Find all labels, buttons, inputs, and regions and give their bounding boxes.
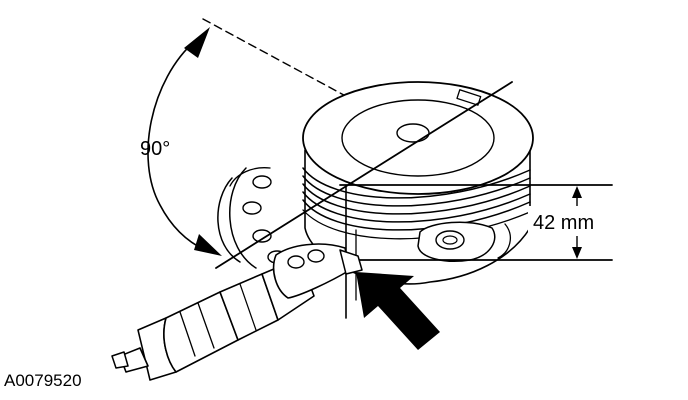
dimension-arrow-bottom bbox=[572, 247, 582, 259]
pointer-arrow bbox=[356, 272, 440, 350]
angle-label: 90° bbox=[140, 138, 170, 160]
arc-arrowhead-top bbox=[184, 27, 210, 58]
arc-arrowhead-bottom bbox=[194, 234, 222, 256]
angle-arc-90 bbox=[147, 27, 222, 256]
measurement-axis-line bbox=[215, 81, 513, 269]
figure-id: A0079520 bbox=[4, 371, 82, 390]
piston bbox=[302, 81, 534, 285]
micrometer bbox=[111, 243, 363, 381]
dimension-label: 42 mm bbox=[533, 212, 594, 234]
pin-boss-ring bbox=[217, 167, 287, 269]
dimension-arrow-top bbox=[572, 186, 582, 198]
